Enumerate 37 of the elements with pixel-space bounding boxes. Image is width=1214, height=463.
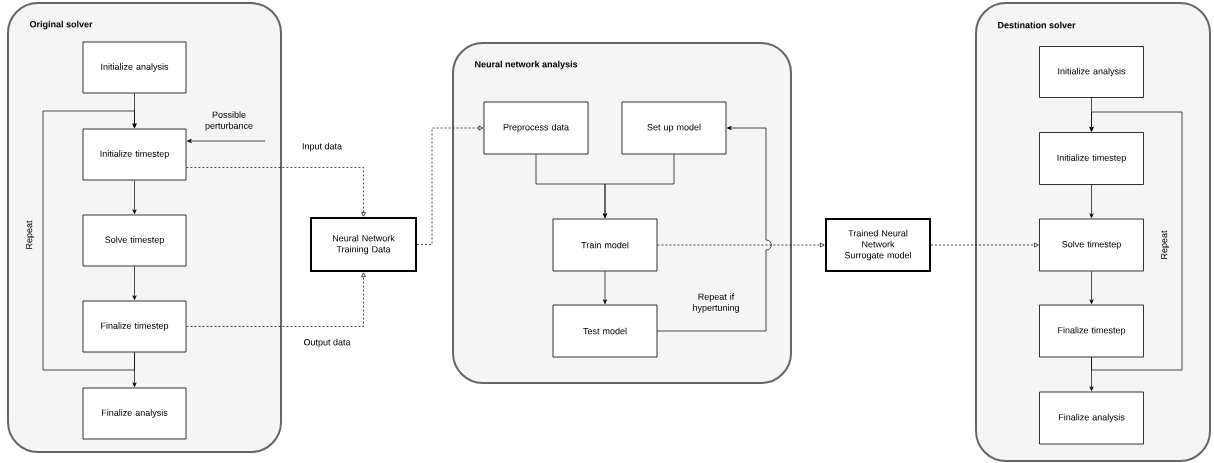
arrow	[186, 272, 366, 327]
process-box: Finalize analysis	[82, 387, 187, 440]
arrow	[930, 242, 1039, 248]
arrow	[186, 138, 266, 144]
process-box: Finalize analysis	[1039, 391, 1144, 445]
edge-label: Repeat if hypertuning	[693, 293, 739, 313]
arrow	[1089, 271, 1094, 305]
edge-label: Repeat	[25, 220, 35, 249]
edge-label: Input data	[302, 142, 342, 152]
process-box: Initialize timestep	[1039, 132, 1144, 185]
process-box: Solve timestep	[82, 214, 187, 267]
data-box: Neural Network Training Data	[310, 217, 417, 272]
process-box: Solve timestep	[1039, 218, 1144, 272]
process-box: Set up model	[621, 101, 727, 155]
process-box: Finalize timestep	[82, 300, 187, 353]
edge-label: Output data	[303, 338, 351, 348]
arrow	[657, 242, 825, 248]
arrow	[186, 167, 366, 217]
process-box: Initialize analysis	[82, 41, 187, 94]
arrow	[1089, 184, 1094, 219]
arrow	[1089, 111, 1183, 371]
arrow	[602, 154, 675, 219]
arrow	[602, 271, 608, 305]
process-box: Finalize timestep	[1039, 304, 1144, 358]
process-box: Preprocess data	[483, 101, 589, 155]
arrow	[416, 125, 484, 245]
arrow	[132, 266, 137, 301]
arrow	[657, 125, 772, 332]
edge-label: Possible perturbance	[205, 111, 253, 131]
arrow	[132, 180, 137, 215]
process-box: Initialize timestep	[82, 128, 187, 181]
arrow	[42, 110, 137, 371]
edge-label: Repeat	[1161, 230, 1170, 259]
process-box: Initialize analysis	[1039, 46, 1144, 98]
data-box: Trained Neural Network Surrogate model	[825, 218, 931, 272]
process-box: Train model	[552, 218, 658, 272]
process-box: Test model	[552, 304, 658, 358]
